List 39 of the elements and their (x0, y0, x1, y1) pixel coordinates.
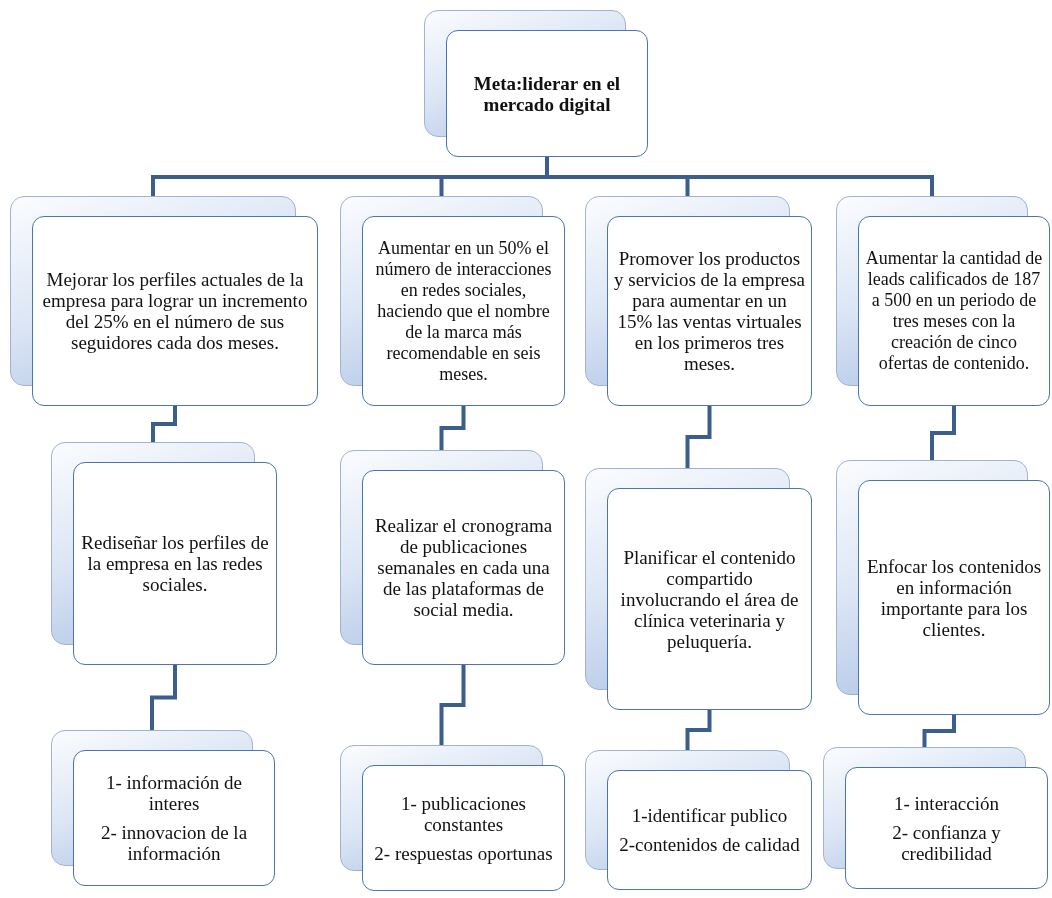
objective-text: 2- confianza y credibilidad (891, 821, 1002, 864)
text-box (858, 480, 1050, 715)
connector-line (685, 406, 712, 468)
connector-line (545, 157, 934, 196)
text-box (73, 750, 275, 886)
objective-text: 1- interacción (894, 792, 999, 814)
objective-text: Rediseñar los perfiles de la empresa en las redes sociales. (80, 532, 270, 595)
connector-line (439, 406, 466, 450)
text-box (362, 470, 565, 665)
objective-text: Enfocar los contenidos en información importante para los clientes. (865, 555, 1043, 640)
objective-text: Aumentar en un 50% el número de interacciones en redes sociales, haciendo que el nombre de la marca más recomendable en seis meses. (374, 237, 553, 385)
text-box (607, 216, 812, 406)
objective-text: Planificar el contenido compartido involucrando el área de clínica veterinaria y peluquería. (619, 546, 800, 652)
connector-line (685, 710, 712, 750)
connector-line (922, 715, 956, 747)
text-box (32, 216, 318, 406)
text-box (362, 765, 565, 891)
goal-text: Meta:liderar en el mercado digital (472, 72, 622, 115)
text-box (362, 216, 565, 406)
objective-text: 2- respuestas oportunas (374, 842, 553, 864)
objective-text: 1-identificar publico (631, 805, 788, 826)
objective-text: 2-contenidos de calidad (619, 834, 800, 855)
objective-text: 1- información de interes (104, 772, 244, 814)
objective-text: Promover los productos y servicios de la empresa para aumentar en un 15% las ventas virtuales en los primeros tres meses. (614, 248, 805, 374)
text-box (607, 770, 812, 890)
connector-line (930, 406, 956, 460)
text-box (73, 462, 277, 665)
connector-line (439, 665, 466, 745)
connector-line (150, 665, 177, 730)
text-box (607, 488, 812, 710)
text-box (446, 30, 648, 157)
objective-text: Mejorar los perfiles actuales de la empresa para lograr un incremento del 25% en el número de sus seguidores cada dos meses. (41, 269, 309, 353)
text-box (845, 767, 1048, 889)
objective-text: 2- innovacion de la información (99, 822, 249, 864)
objective-text: Realizar el cronograma de publicaciones semanales en cada una de las plataformas de social media. (373, 515, 554, 620)
objective-text: 1- publicaciones constantes (399, 792, 527, 835)
connector-line (151, 406, 177, 442)
text-box (858, 216, 1050, 406)
objective-text: Aumentar la cantidad de leads calificados de 187 a 500 en un periodo de tres meses con la creación de cinco ofertas de contenido. (865, 248, 1043, 374)
